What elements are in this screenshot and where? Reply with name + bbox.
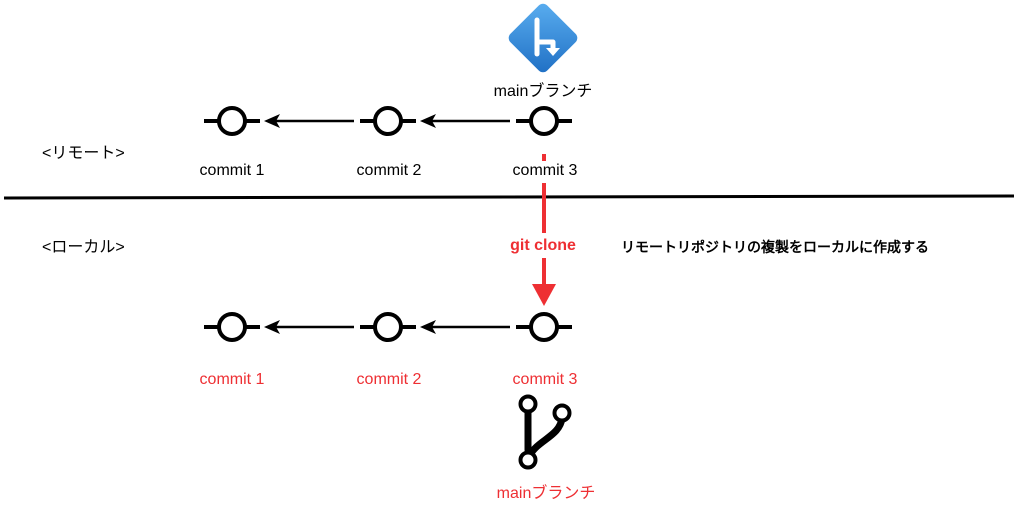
local-commit-graph — [204, 312, 572, 342]
remote-commit-node-1 — [204, 106, 260, 136]
local-section-label: <ローカル> — [42, 239, 125, 256]
local-commit-label-3: commit 3 — [512, 371, 578, 388]
git-clone-arrow — [532, 154, 556, 306]
remote-commit-graph — [204, 106, 572, 136]
remote-commit-label-3: commit 3 — [512, 162, 578, 179]
local-commit-label-2: commit 2 — [356, 371, 422, 388]
remote-commit-node-2 — [360, 106, 416, 136]
local-commit-node-2 — [360, 312, 416, 342]
local-branch-label: mainブランチ — [496, 485, 596, 502]
remote-commit-label-2: commit 2 — [356, 162, 422, 179]
local-commit-node-3 — [516, 312, 572, 342]
azure-repos-icon — [508, 3, 578, 73]
local-arrow-3-to-2 — [420, 320, 510, 334]
git-clone-label: git clone — [510, 237, 576, 254]
git-branch-icon — [518, 394, 572, 470]
local-commit-node-1 — [204, 312, 260, 342]
remote-arrow-3-to-2 — [420, 114, 510, 128]
remote-local-divider — [3, 194, 1015, 200]
remote-arrow-2-to-1 — [264, 114, 354, 128]
remote-branch-label: mainブランチ — [493, 83, 593, 100]
clone-description: リモートリポジトリの複製をローカルに作成する — [621, 239, 929, 255]
local-arrow-2-to-1 — [264, 320, 354, 334]
remote-section-label: <リモート> — [42, 145, 125, 162]
remote-commit-node-3 — [516, 106, 572, 136]
remote-commit-label-1: commit 1 — [199, 162, 265, 179]
local-commit-label-1: commit 1 — [199, 371, 265, 388]
